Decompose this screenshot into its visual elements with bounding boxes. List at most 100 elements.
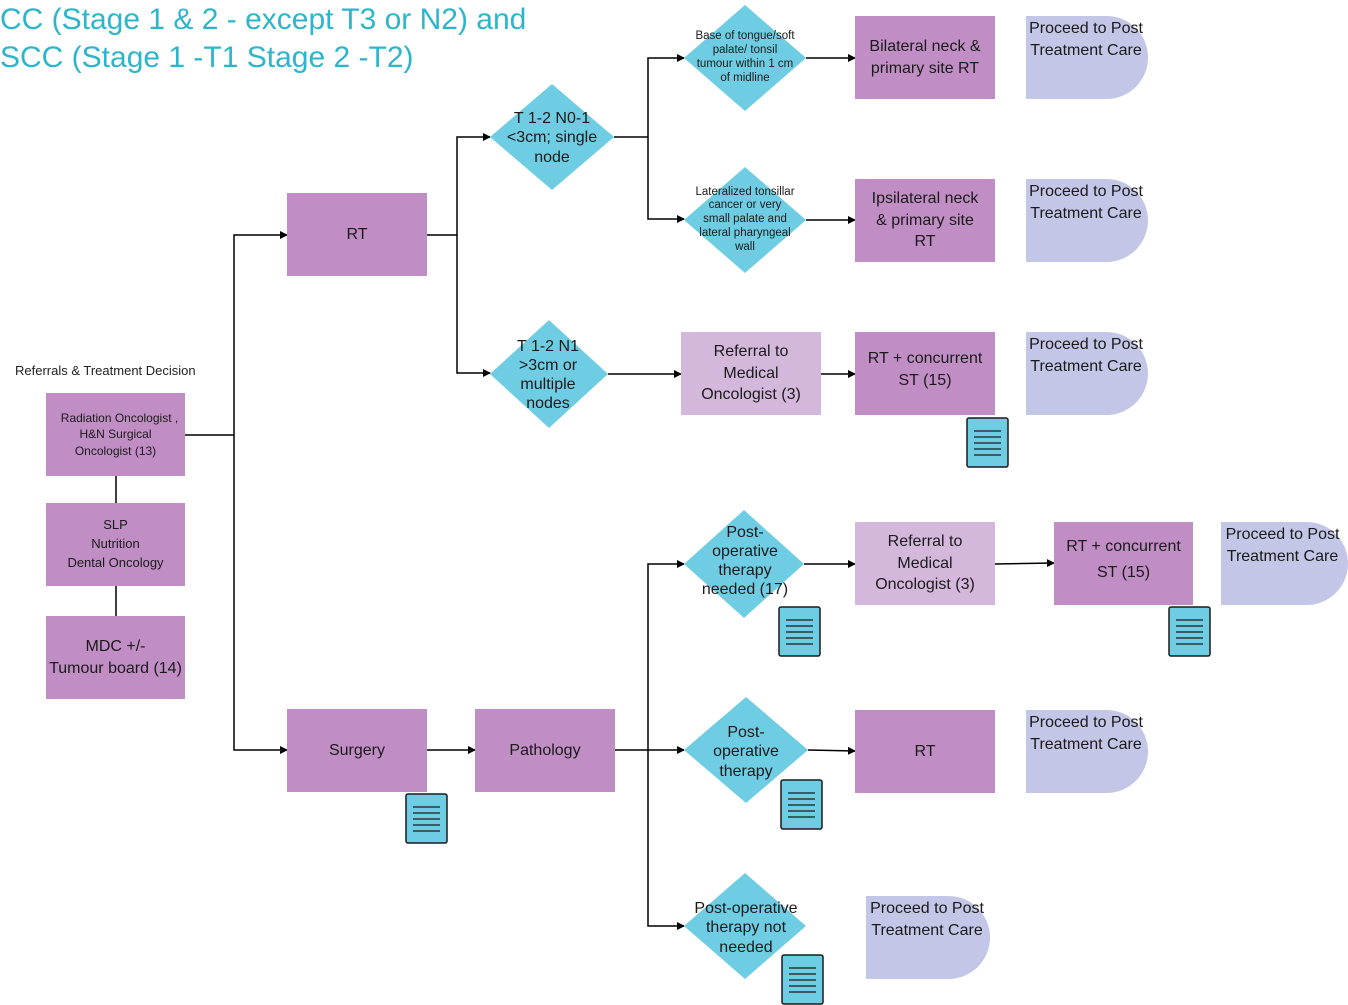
title-line-2: SCC (Stage 1 -T1 Stage 2 -T2) <box>0 40 414 74</box>
ipsilateral-neck-rt-box: Ipsilateral neck & primary site RT <box>855 179 995 262</box>
decision-t12-n1-label: T 1-2 N1 >3cm or multiple nodes <box>492 329 604 421</box>
decision-line: Lateralized tonsillar <box>695 185 795 198</box>
terminal-post-treatment-care: Proceed to Post Treatment Care <box>1221 522 1348 605</box>
decision-lateral-label: Lateralized tonsillar cancer or very sma… <box>680 174 810 266</box>
box-line: Referral to <box>887 533 963 551</box>
decision-line: Post-operative <box>694 900 798 918</box>
decision-line: lateral pharyngeal <box>699 226 791 239</box>
terminal-line: Treatment Care <box>1226 547 1339 565</box>
page-title: CC (Stage 1 & 2 - except T3 or N2) and S… <box>0 1 526 76</box>
bilateral-neck-rt-box: Bilateral neck & primary site RT <box>855 16 995 99</box>
box-line: Oncologist (3) <box>701 386 801 404</box>
decision-shape-t12-n1 <box>490 320 608 428</box>
document-icon <box>781 954 824 1005</box>
surgery-referral-medical-oncologist-box: Referral to Medical Oncologist (3) <box>855 522 995 605</box>
document-icon <box>778 606 821 657</box>
terminal-post-treatment-care: Proceed to Post Treatment Care <box>1026 710 1148 793</box>
mdc-tumour-board-box: MDC +/- Tumour board (14) <box>46 616 185 699</box>
surgery-rt-concurrent-st-box: RT + concurrent ST (15) <box>1054 522 1193 605</box>
decision-t12-n01-label: T 1-2 N0-1 <3cm; single node <box>496 104 608 172</box>
decision-postop-therapy-label: Post- operative therapy <box>688 718 804 786</box>
terminal-post-treatment-care: Proceed to Post Treatment Care <box>1026 332 1148 415</box>
title-line-1: CC (Stage 1 & 2 - except T3 or N2) and <box>0 3 527 36</box>
terminal-line: Proceed to Post <box>1029 336 1143 353</box>
decision-line: Post- <box>726 523 764 541</box>
decision-line: palate/ tonsil <box>712 44 778 57</box>
box-line: Tumour board (14) <box>49 659 182 677</box>
decision-line: operative <box>712 542 778 560</box>
box-line: Dental Oncology <box>67 554 164 570</box>
document-icon <box>1168 606 1211 657</box>
box-line: RT + concurrent <box>1066 538 1181 555</box>
decision-line: needed (17) <box>701 581 789 599</box>
box-line: SLP <box>103 517 128 533</box>
terminal-line: Proceed to Post <box>870 900 984 917</box>
box-line: Oncologist (3) <box>875 576 975 594</box>
terminal-line: Treatment Care <box>1030 204 1142 222</box>
surgery-box: Surgery <box>287 709 427 792</box>
terminal-line: Treatment Care <box>871 921 983 939</box>
decision-line: Post- <box>727 724 765 742</box>
decision-shape-postop-needed <box>684 510 804 618</box>
decision-line: therapy <box>719 762 773 780</box>
decision-line: small palate and <box>703 213 787 226</box>
decision-shape-t12-n01 <box>490 84 614 190</box>
box-line: Nutrition <box>91 536 140 552</box>
referral-oncologists-box: Radiation Oncologist , H&N Surgical Onco… <box>46 393 185 476</box>
box-line: ST (15) <box>898 371 952 389</box>
decision-line: multiple <box>520 376 576 393</box>
box-line: Oncologist (13) <box>74 443 157 458</box>
box-line: RT <box>914 233 936 251</box>
allied-health-box: SLP Nutrition Dental Oncology <box>46 503 185 586</box>
terminal-line: Proceed to Post <box>1029 183 1143 200</box>
decision-line: operative <box>713 743 779 761</box>
decision-line: T 1-2 N1 <box>517 337 579 355</box>
rt-concurrent-st-box: RT + concurrent ST (15) <box>855 332 995 415</box>
decision-line: nodes <box>526 395 570 413</box>
decision-midline-label: Base of tongue/soft palate/ tonsil tumou… <box>680 21 810 95</box>
referral-medical-oncologist-box: Referral to Medical Oncologist (3) <box>681 332 821 415</box>
referrals-heading: Referrals & Treatment Decision <box>15 363 196 378</box>
document-icon <box>966 417 1009 468</box>
terminal-post-treatment-care: Proceed to Post Treatment Care <box>1026 179 1148 262</box>
decision-line: T 1-2 N0-1 <box>513 110 591 128</box>
decision-postop-not-needed-label: Post-operative therapy not needed <box>684 894 808 962</box>
rt-box: RT <box>287 193 427 276</box>
terminal-line: Treatment Care <box>1030 41 1142 59</box>
decision-postop-needed-label: Post- operative therapy needed (17) <box>686 515 804 607</box>
decision-line: >3cm or <box>518 356 578 374</box>
box-line: H&N Surgical <box>79 427 152 442</box>
terminal-line: Proceed to Post <box>1029 20 1143 37</box>
decision-line: tumour within 1 cm <box>696 58 794 70</box>
terminal-line: Treatment Care <box>1030 357 1142 375</box>
document-icon <box>780 779 823 830</box>
decision-shape-midline <box>684 5 806 111</box>
pathology-box: Pathology <box>475 709 615 792</box>
decision-line: cancer or very <box>708 199 782 212</box>
terminal-post-treatment-care: Proceed to Post Treatment Care <box>866 896 990 979</box>
box-line: Referral to <box>713 343 789 361</box>
decision-line: needed <box>719 938 773 956</box>
box-line: Bilateral neck & <box>869 37 981 55</box>
box-line: & primary site <box>876 211 974 229</box>
box-line: RT + concurrent <box>867 350 983 367</box>
decision-line: node <box>534 148 570 166</box>
box-line: Ipsilateral neck <box>871 190 979 208</box>
terminal-line: Treatment Care <box>1030 735 1142 753</box>
terminal-line: Proceed to Post <box>1225 526 1340 543</box>
box-line: MDC +/- <box>85 637 146 655</box>
box-line: Medical <box>723 364 779 382</box>
decision-line: of midline <box>720 71 770 84</box>
surgery-rt-box: RT <box>855 710 995 793</box>
decision-shape-postop-not-needed <box>684 873 806 979</box>
decision-line: wall <box>735 240 755 253</box>
box-line: Medical <box>897 554 953 572</box>
decision-line: therapy <box>718 562 772 579</box>
terminal-post-treatment-care: Proceed to Post Treatment Care <box>1026 16 1148 99</box>
decision-shape-lateral <box>684 167 806 273</box>
document-icon <box>405 793 448 844</box>
decision-line: therapy not <box>705 919 787 937</box>
box-line: ST (15) <box>1096 563 1151 581</box>
